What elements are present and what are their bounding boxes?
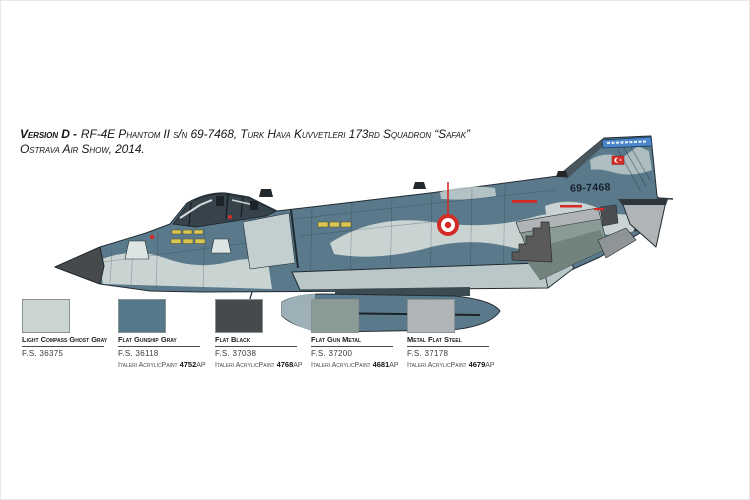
turkish-flag	[611, 155, 625, 165]
swatch-color-box	[407, 299, 455, 333]
swatch-fs-number: F.S. 37178	[407, 349, 449, 358]
paint-swatch-1: Light Compass Ghost Gray F.S. 36375	[22, 299, 108, 360]
red-markings	[149, 182, 604, 240]
swatch-fs-number: F.S. 37038	[215, 349, 257, 358]
tail-serial: 69-7468	[570, 181, 611, 194]
fin-band-lettering	[606, 140, 648, 145]
red-stripe-aft	[512, 200, 537, 203]
paint-swatch-5: Metal Flat Steel F.S. 37178 Italeri Acry…	[407, 299, 495, 369]
swatch-divider	[118, 346, 200, 347]
wso-headrest	[250, 201, 258, 210]
exhaust-nozzle	[597, 227, 637, 259]
aft-wedge-shadow	[520, 230, 608, 280]
swatch-color-box	[22, 299, 70, 333]
swatch-fs-number: F.S. 36118	[118, 349, 159, 358]
fin-leading-edge	[558, 138, 611, 179]
stabilator	[618, 197, 674, 248]
swatch-paint-ref: Italeri AcrylicPaint 4752AP	[118, 360, 206, 369]
intake-lip	[290, 209, 299, 269]
swatch-name: Flat Gunship Gray	[118, 335, 177, 344]
rescue-dot-canopy	[228, 215, 232, 219]
paint-swatch-2: Flat Gunship Gray F.S. 36118 Italeri Acr…	[118, 299, 206, 369]
swatch-name: Flat Black	[215, 335, 251, 344]
red-tick	[594, 208, 604, 211]
canopy-frames	[188, 193, 244, 227]
aircraft-profile: 69-7468	[54, 135, 674, 333]
nose-radome	[54, 246, 105, 285]
turkish-roundel	[437, 214, 459, 236]
version-description-text: RF-4E Phantom II s/n 69-7468, Turk Hava …	[80, 127, 470, 141]
red-stripe-tail	[560, 205, 582, 208]
tank-nose-cap	[282, 294, 315, 331]
swatch-color-box	[215, 299, 263, 333]
swatch-color-box	[118, 299, 166, 333]
pilot-headrest	[216, 196, 224, 206]
aft-steel-band	[515, 207, 602, 234]
canopy-glint-front	[179, 199, 213, 219]
version-description-line1: Version D -RF-4E Phantom II s/n 69-7468,…	[20, 127, 620, 142]
version-header: Version D -RF-4E Phantom II s/n 69-7468,…	[20, 127, 620, 157]
swatch-name: Metal Flat Steel	[407, 335, 462, 344]
boarding-steps	[511, 221, 553, 263]
swatch-divider	[22, 346, 104, 347]
paint-swatch-4: Flat Gun Metal F.S. 37200 Italeri Acryli…	[311, 299, 399, 369]
yellow-stencils	[170, 221, 352, 244]
blade-antennas	[259, 171, 568, 197]
stabilator-leading-edge	[618, 199, 668, 205]
swatch-divider	[407, 346, 489, 347]
paint-swatch-3: Flat Black F.S. 37038 Italeri AcrylicPai…	[215, 299, 303, 369]
camera-windows	[124, 238, 232, 260]
canopy	[172, 193, 277, 228]
fin-markings: 69-7468	[570, 136, 653, 195]
intake-splitter	[242, 212, 296, 270]
swatch-name: Light Compass Ghost Gray	[22, 335, 108, 344]
tail-pitot	[656, 197, 674, 200]
rescue-dot-front	[149, 234, 155, 240]
swatch-name: Flat Gun Metal	[311, 335, 362, 344]
swatch-paint-ref: Italeri AcrylicPaint 4679AP	[407, 360, 495, 369]
swatch-paint-ref: Italeri AcrylicPaint 4681AP	[311, 360, 399, 369]
version-label: Version D -	[20, 127, 77, 141]
swatch-fs-number: F.S. 36375	[22, 349, 64, 358]
camo-patch-nose	[100, 252, 272, 289]
version-description-line2: Ostrava Air Show, 2014.	[20, 142, 145, 156]
swatch-divider	[311, 346, 393, 347]
swatch-fs-number: F.S. 37200	[311, 349, 353, 358]
swatch-color-box	[311, 299, 359, 333]
camo-patch-spine	[440, 186, 496, 200]
tailcone-dark-panel	[599, 204, 619, 227]
swatch-divider	[215, 346, 297, 347]
swatch-paint-ref: Italeri AcrylicPaint 4768AP	[215, 360, 303, 369]
